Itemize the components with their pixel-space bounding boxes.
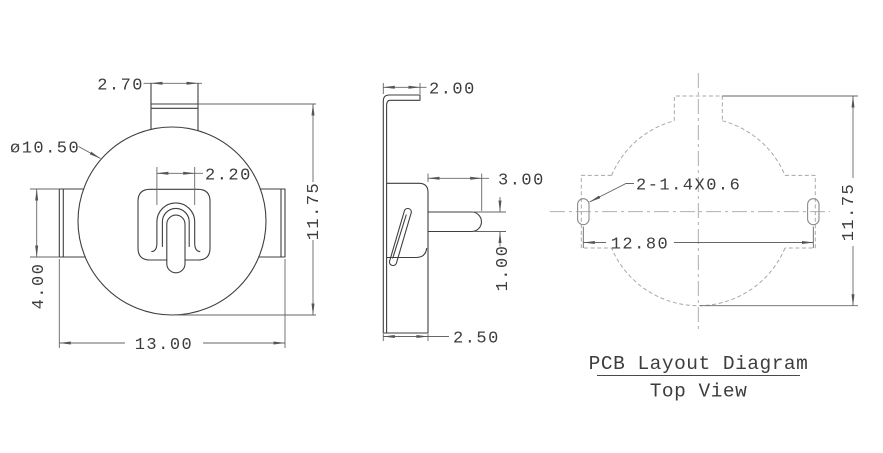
side-dim-leadouts bbox=[420, 86, 489, 337]
pcb-extension-lines bbox=[582, 95, 858, 307]
diameter-leader-arrow bbox=[78, 146, 101, 159]
front-view: 2.70 ø10.50 2.20 11.75 4.00 13.00 bbox=[10, 76, 324, 355]
clip-body-circle bbox=[77, 126, 267, 316]
solder-pin bbox=[427, 211, 482, 233]
dim-pad-spec: 2-1.4X0.6 bbox=[636, 176, 741, 195]
dim-pad-spacing: 12.80 bbox=[611, 236, 670, 255]
dim-depth: 2.50 bbox=[453, 330, 500, 349]
top-tab bbox=[150, 82, 199, 132]
pcb-outline-circle bbox=[611, 120, 786, 307]
side-body bbox=[382, 182, 429, 334]
contact-arch-inner bbox=[161, 207, 190, 248]
contact-window bbox=[137, 188, 211, 261]
left-wing bbox=[58, 188, 86, 258]
pcb-view-subtitle: Top View bbox=[650, 381, 748, 403]
dim-pin-length: 3.00 bbox=[498, 171, 545, 190]
spring-contact bbox=[388, 207, 412, 267]
dim-pin-thickness: 1.00 bbox=[494, 245, 513, 292]
pcb-outline-tab bbox=[673, 95, 723, 121]
pcb-view-title: PCB Layout Diagram bbox=[589, 353, 809, 375]
front-dim-leadouts bbox=[143, 82, 203, 174]
dim-overall-width: 13.00 bbox=[135, 336, 194, 355]
dim-pcb-height: 11.75 bbox=[840, 183, 859, 242]
dim-diameter: ø10.50 bbox=[10, 140, 80, 159]
dim-wing-height: 4.00 bbox=[30, 263, 49, 310]
dim-tab-width: 2.70 bbox=[97, 76, 144, 95]
contact-slot bbox=[166, 214, 186, 274]
right-wing bbox=[258, 188, 286, 258]
pcb-layout-view: 2-1.4X0.6 12.80 11.75 PCB Layout Diagram… bbox=[550, 73, 859, 403]
pad-leader-arrow bbox=[589, 183, 634, 203]
contact-arch-outer bbox=[151, 202, 201, 253]
mount-hook-strip bbox=[382, 94, 421, 334]
dim-slot-width: 2.20 bbox=[205, 166, 252, 185]
side-view: 2.00 3.00 1.00 2.50 bbox=[382, 80, 545, 349]
dim-height: 11.75 bbox=[305, 182, 324, 241]
front-extension-lines bbox=[30, 103, 316, 348]
dim-hook-width: 2.00 bbox=[429, 80, 476, 99]
